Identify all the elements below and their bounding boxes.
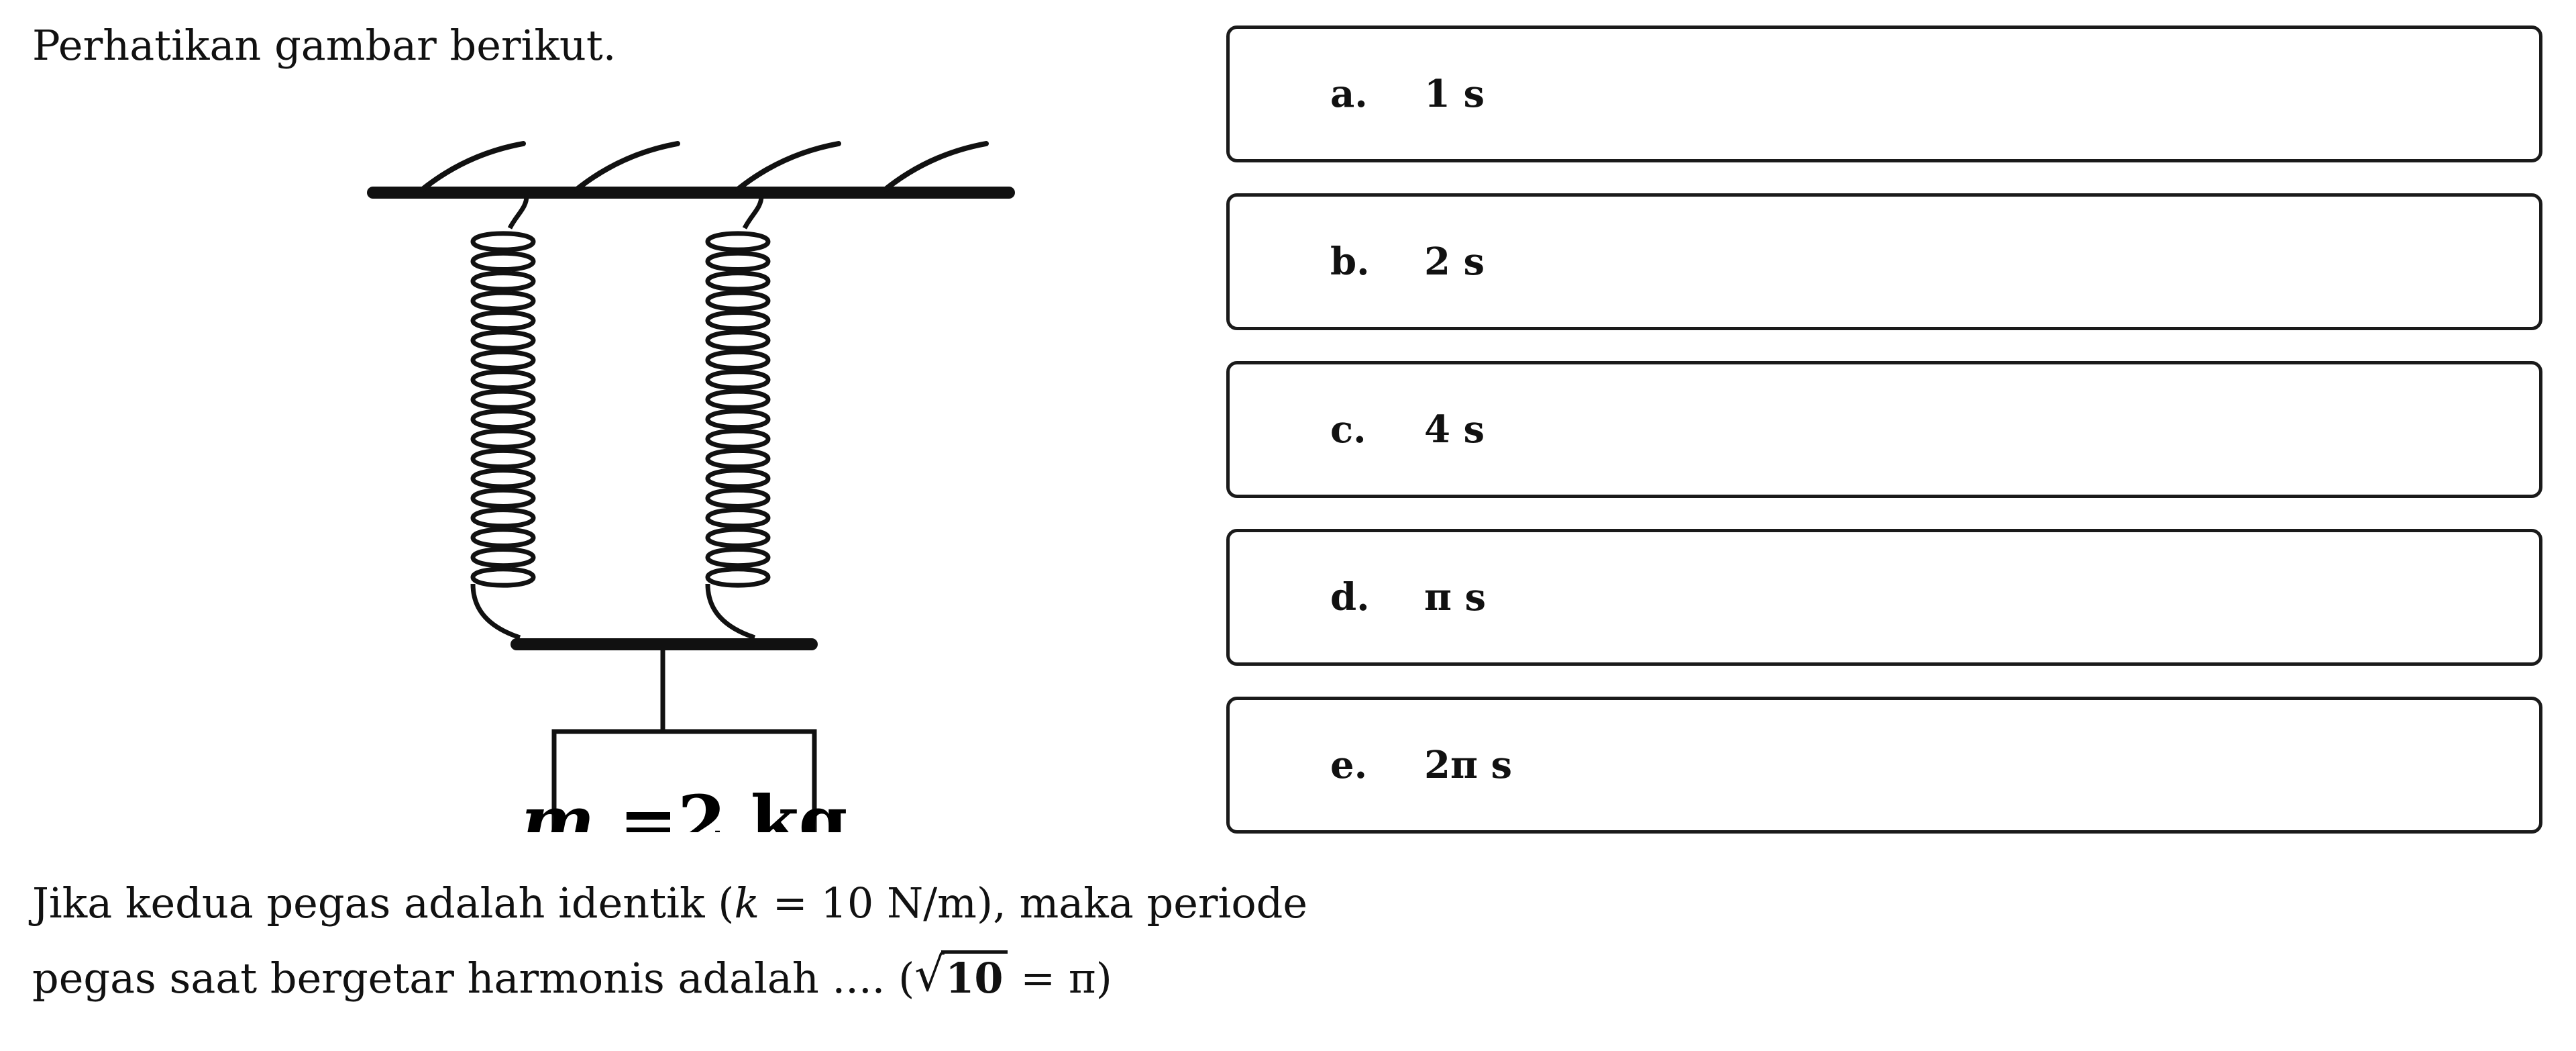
square-root-expression: √10 (914, 941, 1008, 1016)
option-c[interactable]: c. 4 s (1226, 361, 2542, 498)
option-letter: c. (1330, 407, 1366, 452)
option-letter: b. (1330, 240, 1370, 284)
mass-block (551, 729, 817, 832)
radical-sign: √ (914, 947, 945, 1002)
ceiling-hatching (420, 141, 989, 192)
option-letter: d. (1330, 575, 1370, 619)
option-letter: a. (1330, 72, 1368, 116)
intro-text: Perhatikan gambar berikut. (32, 21, 616, 70)
question-line-2-start: pegas saat bergetar harmonis adalah ....… (32, 954, 915, 1003)
option-text: 2 s (1424, 240, 1485, 284)
option-d[interactable]: d. π s (1226, 529, 2542, 666)
right-spring (705, 195, 771, 640)
mass-value: =2 kg (619, 780, 848, 832)
option-text: 2π s (1424, 743, 1512, 787)
option-b[interactable]: b. 2 s (1226, 193, 2542, 330)
option-letter: e. (1330, 743, 1368, 787)
answer-options: a. 1 s b. 2 s c. 4 s d. π s e. 2π s (1226, 26, 2542, 864)
question-line-1: Jika kedua pegas adalah identik (k = 10 … (32, 866, 1307, 941)
radicand: 10 (941, 950, 1008, 1003)
left-spring (470, 195, 536, 640)
question-line-2-end: = π) (1007, 954, 1112, 1003)
mass-variable: m (521, 780, 595, 832)
spring-mass-diagram: m =2 kg (367, 141, 1015, 832)
question-line-2: pegas saat bergetar harmonis adalah ....… (32, 941, 1307, 1016)
option-text: 4 s (1424, 407, 1485, 452)
question-line-1-end: = 10 N/m), maka periode (759, 879, 1308, 928)
option-e[interactable]: e. 2π s (1226, 697, 2542, 834)
option-text: π s (1424, 575, 1487, 619)
spring-constant-variable: k (734, 879, 760, 928)
spring-mass-figure: m =2 kg (349, 114, 1100, 832)
question-text: Jika kedua pegas adalah identik (k = 10 … (32, 866, 1307, 1016)
option-a[interactable]: a. 1 s (1226, 26, 2542, 162)
option-text: 1 s (1424, 72, 1485, 116)
mass-label: m =2 kg (521, 780, 848, 832)
question-line-1-start: Jika kedua pegas adalah identik ( (32, 879, 735, 928)
